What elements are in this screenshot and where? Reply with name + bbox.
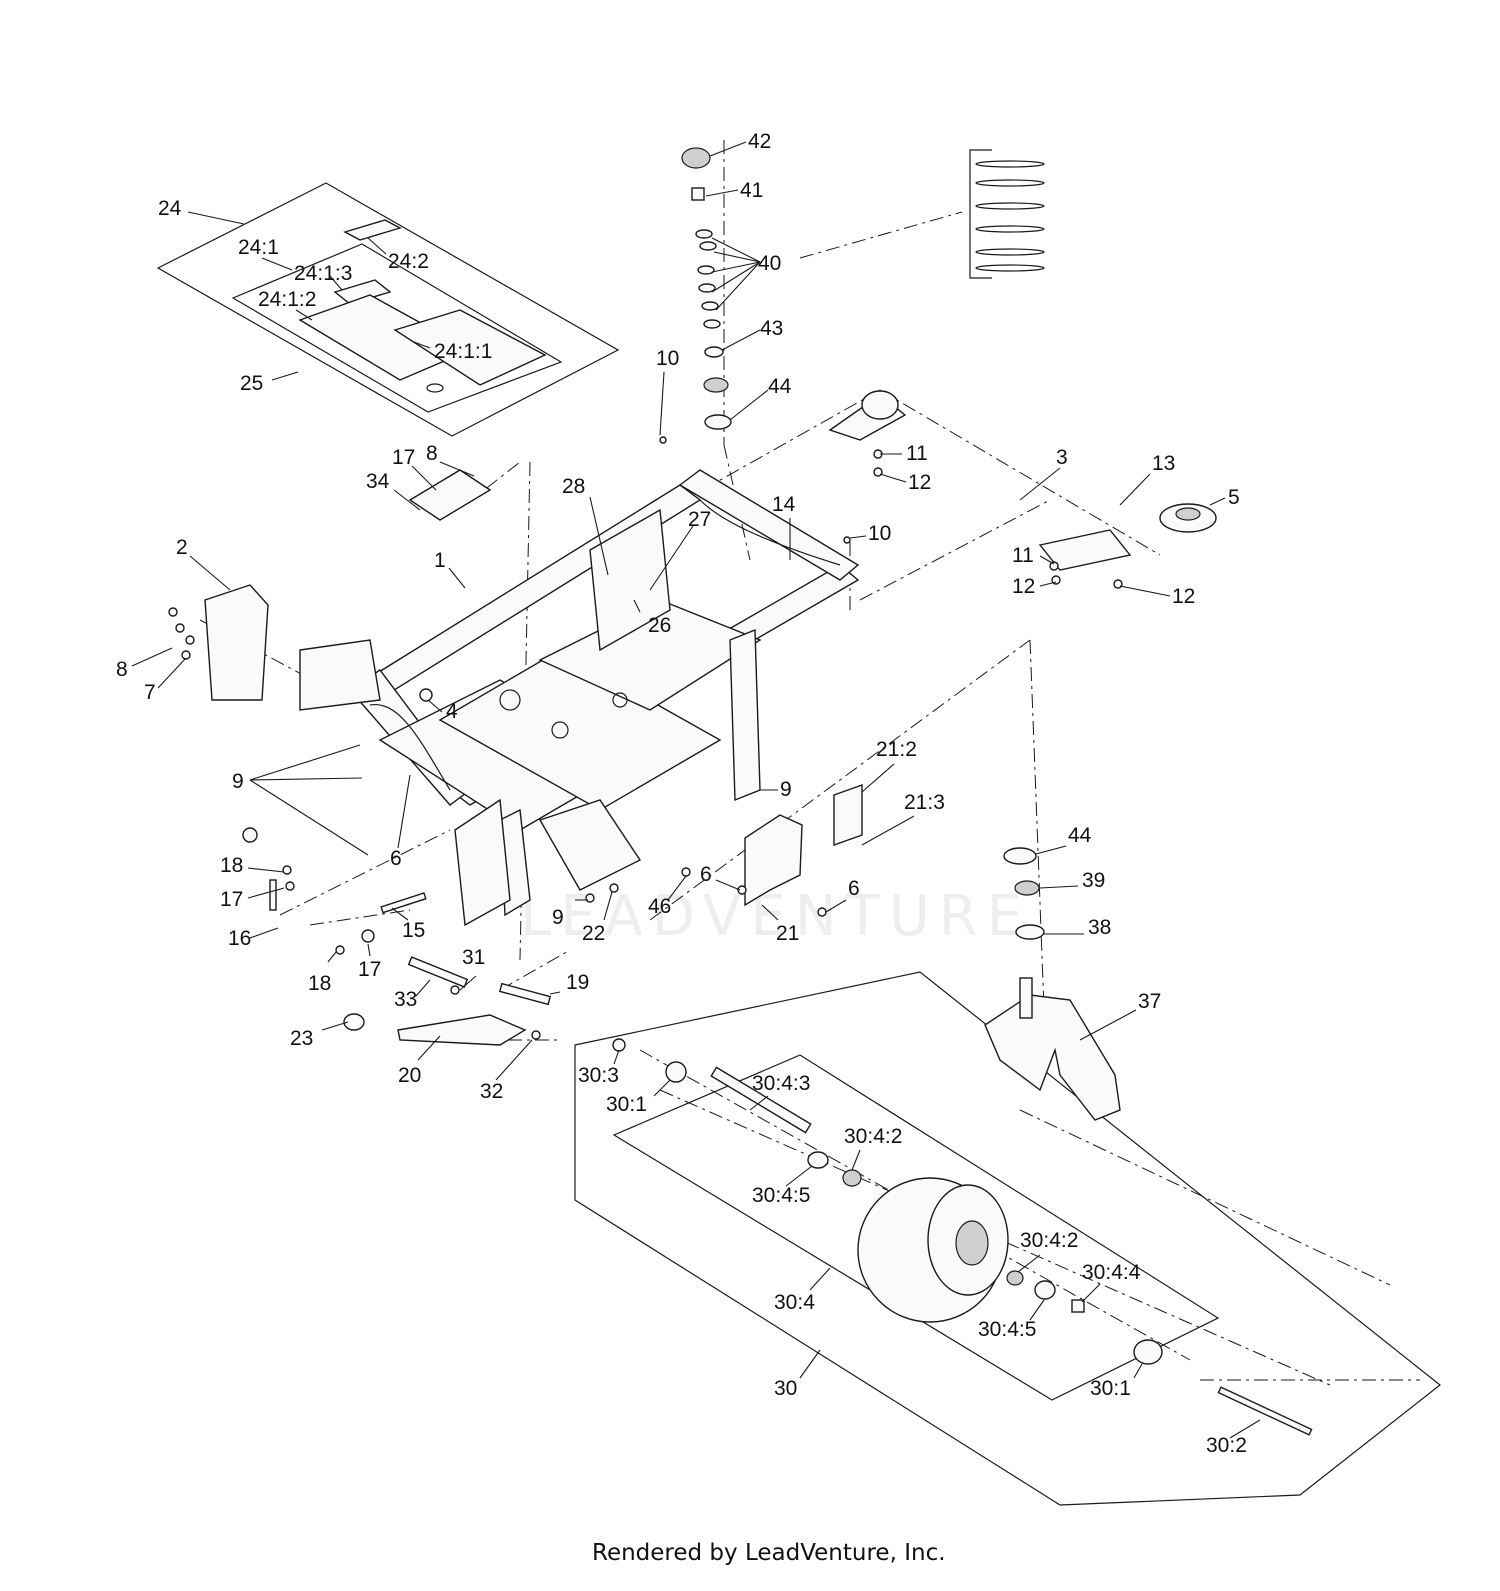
callout-11b: 11 — [1012, 544, 1034, 567]
callout-24-1-3: 24:1:3 — [294, 262, 352, 285]
callout-30-4-3: 30:4:3 — [752, 1072, 810, 1095]
callout-39: 39 — [1082, 869, 1105, 892]
caster-wheel — [612, 1038, 1313, 1436]
callout-14: 14 — [772, 493, 796, 516]
callout-24: 24 — [158, 197, 182, 220]
bracket-34 — [408, 469, 492, 521]
callout-30: 30 — [774, 1377, 797, 1400]
callout-9a: 9 — [232, 770, 244, 793]
callout-11a: 11 — [906, 442, 928, 465]
callout-17b: 17 — [220, 888, 243, 911]
callout-13: 13 — [1152, 452, 1175, 475]
callout-10b: 10 — [868, 522, 891, 545]
callout-17c: 17 — [358, 958, 381, 981]
callout-21-2: 21:2 — [876, 738, 917, 761]
callout-38: 38 — [1088, 916, 1111, 939]
callout-8b: 8 — [116, 658, 128, 681]
callout-6a: 6 — [390, 847, 402, 870]
svg-text:LEADVENTURE: LEADVENTURE — [520, 884, 1031, 949]
main-frame — [299, 469, 860, 927]
callout-30-3: 30:3 — [578, 1064, 619, 1087]
callout-2: 2 — [176, 536, 188, 559]
callout-20: 20 — [398, 1064, 421, 1087]
callout-3: 3 — [1056, 446, 1068, 469]
callout-44b: 44 — [1068, 824, 1092, 847]
callout-30-4-2b: 30:4:2 — [1020, 1229, 1078, 1252]
callout-1: 1 — [434, 549, 446, 572]
caster-bearings — [1003, 847, 1045, 940]
callout-25: 25 — [240, 372, 263, 395]
callout-21-3: 21:3 — [904, 791, 945, 814]
callout-24-1-2: 24:1:2 — [258, 288, 316, 311]
group-box-24 — [156, 182, 620, 437]
callout-41: 41 — [740, 179, 763, 202]
callout-labels: 42 41 40 43 44 24 24:1 24:2 24:1:3 24:1:… — [116, 130, 1247, 1457]
cover-21 — [744, 784, 863, 907]
callout-12b: 12 — [1012, 575, 1035, 598]
callout-33: 33 — [394, 988, 417, 1011]
callout-19: 19 — [566, 971, 589, 994]
callout-7: 7 — [144, 681, 156, 704]
callout-42: 42 — [748, 130, 771, 153]
bracket-plate — [204, 584, 269, 701]
spindle-stack — [681, 147, 732, 430]
callout-12c: 12 — [1172, 585, 1195, 608]
callout-23: 23 — [290, 1027, 313, 1050]
panel-parts — [298, 219, 547, 393]
pivot-axle — [828, 390, 1132, 571]
callout-18a: 18 — [220, 854, 243, 877]
callout-30-1a: 30:1 — [606, 1093, 647, 1116]
callout-4: 4 — [446, 700, 458, 723]
callout-30-4-4: 30:4:4 — [1082, 1261, 1141, 1284]
callout-6b: 6 — [700, 863, 712, 886]
callout-30-4: 30:4 — [774, 1291, 815, 1314]
callout-30-2: 30:2 — [1206, 1434, 1247, 1457]
callout-40: 40 — [758, 252, 781, 275]
callout-24-1-1: 24:1:1 — [434, 340, 492, 363]
callout-31: 31 — [462, 946, 485, 969]
callout-8a: 8 — [426, 442, 438, 465]
watermark: LEADVENTURE — [520, 884, 1031, 949]
callout-21: 21 — [776, 922, 799, 945]
shim-stack-inset — [969, 149, 1045, 279]
pivot-arm — [343, 956, 552, 1046]
callout-24-1: 24:1 — [238, 236, 279, 259]
callout-34: 34 — [366, 470, 390, 493]
callout-6c: 6 — [848, 877, 860, 900]
callout-9c: 9 — [552, 906, 564, 929]
assembly-lines — [199, 140, 1420, 1386]
callout-30-4-2a: 30:4:2 — [844, 1125, 902, 1148]
callout-22: 22 — [582, 922, 605, 945]
callout-9b: 9 — [780, 778, 792, 801]
callout-16: 16 — [228, 927, 251, 950]
callout-10a: 10 — [656, 347, 679, 370]
callout-37: 37 — [1138, 990, 1161, 1013]
callout-30-1b: 30:1 — [1090, 1377, 1131, 1400]
callout-18b: 18 — [308, 972, 331, 995]
callout-12a: 12 — [908, 471, 931, 494]
pulley — [1159, 503, 1217, 533]
callout-30-4-5b: 30:4:5 — [978, 1318, 1036, 1341]
callout-30-4-5a: 30:4:5 — [752, 1184, 810, 1207]
callout-27: 27 — [688, 508, 711, 531]
callout-28: 28 — [562, 475, 585, 498]
callout-24-2: 24:2 — [388, 250, 429, 273]
callout-26: 26 — [648, 614, 671, 637]
callout-15: 15 — [402, 919, 425, 942]
footer-credit: Rendered by LeadVenture, Inc. — [592, 1540, 946, 1566]
caster-fork — [984, 977, 1121, 1121]
callout-43: 43 — [760, 317, 783, 340]
callout-17a: 17 — [392, 446, 415, 469]
callout-5: 5 — [1228, 486, 1240, 509]
callout-46: 46 — [648, 895, 671, 918]
callout-32: 32 — [480, 1080, 503, 1103]
callout-44: 44 — [768, 375, 792, 398]
leader-lines — [131, 141, 1261, 1439]
